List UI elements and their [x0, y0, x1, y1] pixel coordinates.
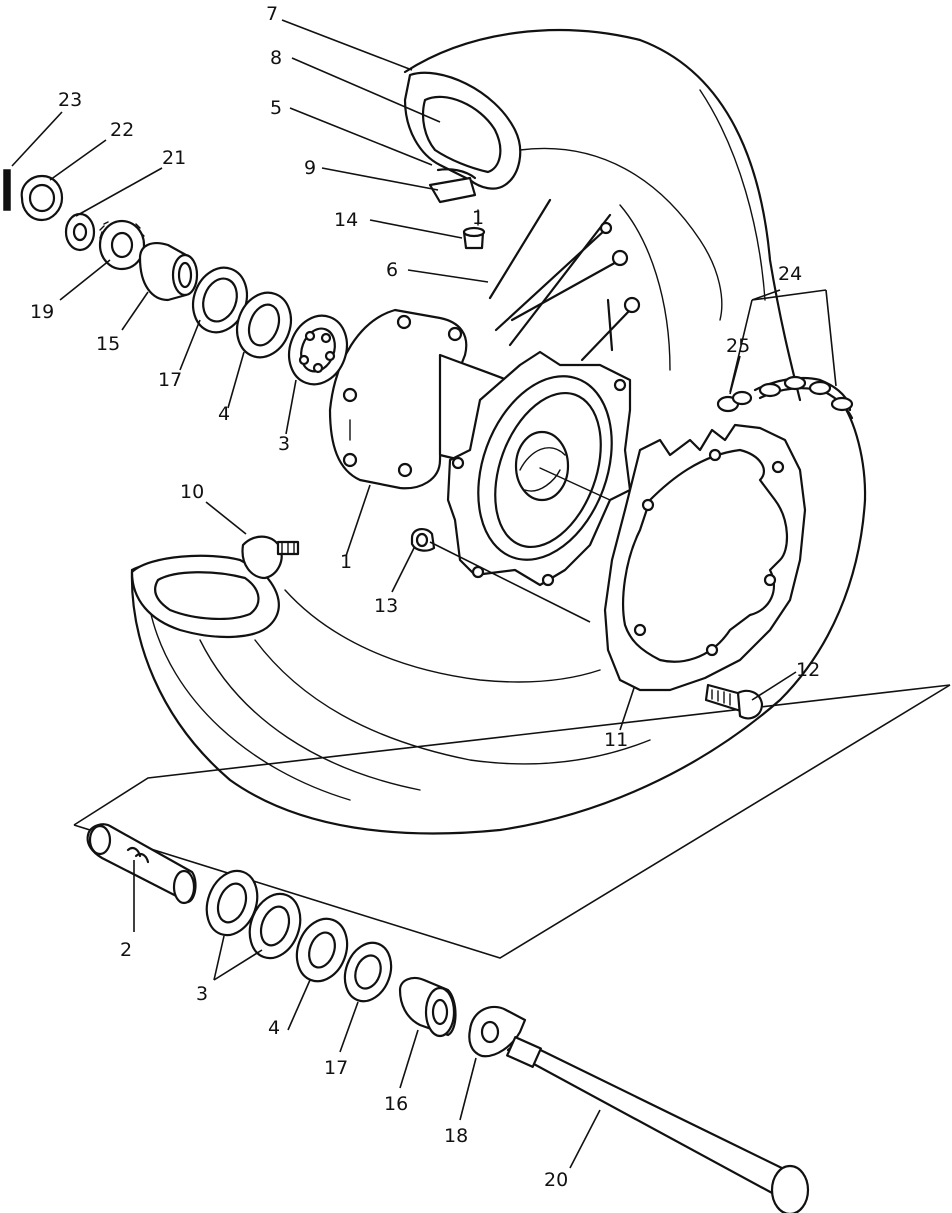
sprocket	[603, 423, 807, 692]
label-part-4-upper: 4	[218, 403, 230, 425]
label-part-18: 18	[444, 1125, 468, 1147]
leader-lines	[11, 19, 837, 1169]
lower-axle-stack	[73, 684, 951, 1213]
label-part-23: 23	[58, 89, 82, 111]
tire	[130, 29, 867, 835]
label-part-20: 20	[544, 1169, 568, 1191]
label-part-15: 15	[96, 333, 120, 355]
label-part-1-spoke: 1	[472, 207, 484, 229]
label-part-8: 8	[270, 47, 282, 69]
label-part-1-hub: 1	[340, 551, 352, 573]
label-part-11: 11	[604, 729, 628, 751]
spokes	[488, 198, 641, 362]
left-axle-stack	[3, 169, 349, 386]
label-part-10: 10	[180, 481, 204, 503]
part-labels: 7 8 5 9 14 6 23 22 21 19 15 17 4 3 1 10 …	[30, 3, 820, 1191]
label-part-3-upper: 3	[278, 433, 290, 455]
label-part-19: 19	[30, 301, 54, 323]
label-part-3-lower: 3	[196, 983, 208, 1005]
label-part-24: 24	[778, 263, 802, 285]
label-part-14: 14	[334, 209, 358, 231]
label-part-5: 5	[270, 97, 282, 119]
label-part-12: 12	[796, 659, 820, 681]
rim-band-and-valve	[241, 168, 486, 580]
label-part-16: 16	[384, 1093, 408, 1115]
label-part-9: 9	[304, 157, 316, 179]
chain	[716, 375, 854, 420]
label-part-2: 2	[120, 939, 132, 961]
label-part-13: 13	[374, 595, 398, 617]
label-part-7: 7	[266, 3, 278, 25]
label-part-6: 6	[386, 259, 398, 281]
label-part-22: 22	[110, 119, 134, 141]
label-part-17-lower: 17	[324, 1057, 348, 1079]
label-part-25: 25	[726, 335, 750, 357]
label-part-17-upper: 17	[158, 369, 182, 391]
label-part-4-lower: 4	[268, 1017, 280, 1039]
hub	[328, 308, 632, 587]
label-part-21: 21	[162, 147, 186, 169]
